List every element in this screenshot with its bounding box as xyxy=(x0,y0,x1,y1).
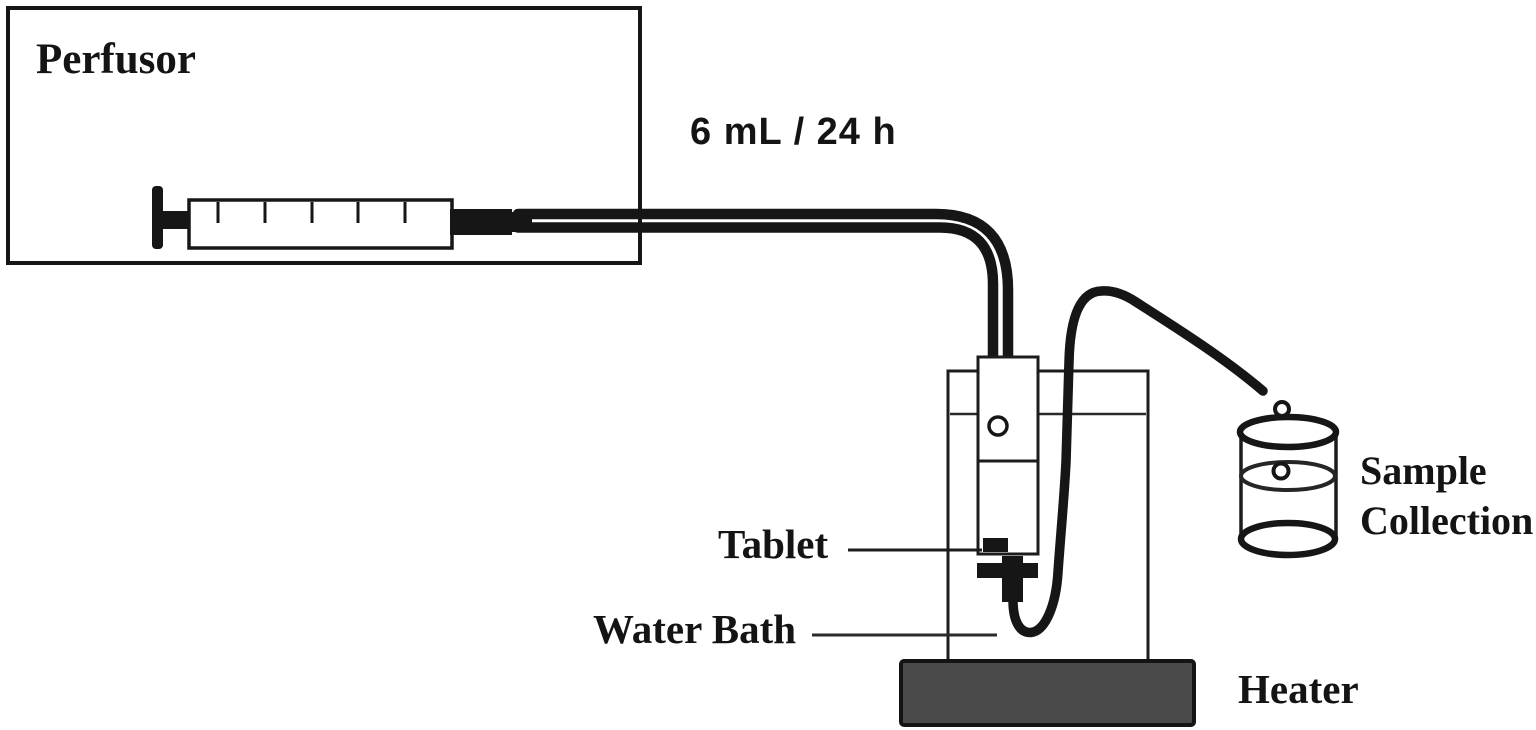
syringe-plunger-rod xyxy=(160,211,192,229)
vent-hole xyxy=(987,415,1009,437)
sample-collection-label-line2: Collection xyxy=(1360,498,1534,543)
inlet-drop-circle xyxy=(1273,400,1291,418)
syringe-scale-ticks xyxy=(216,202,407,223)
inflow-tube xyxy=(512,208,1014,408)
syringe-nozzle xyxy=(508,212,532,232)
container-top-rim-ellipse xyxy=(1236,413,1340,451)
inflow-tube-inner-wall xyxy=(512,222,999,404)
flow-through-cell xyxy=(976,355,1040,602)
sample-collection-container xyxy=(1236,400,1340,559)
flow-rate-label: 6 mL / 24 h xyxy=(690,111,897,153)
perfusor-label: Perfusor xyxy=(36,36,196,83)
tablet-shape xyxy=(983,538,1008,552)
water-bath-label: Water Bath xyxy=(593,606,797,652)
cell-body xyxy=(976,355,1040,556)
heater-label: Heater xyxy=(1238,666,1359,712)
sample-collection-label-line1: Sample xyxy=(1360,448,1487,493)
stirrer-cross-vertical xyxy=(1002,556,1023,602)
sample-liquid-level-ellipse xyxy=(1239,460,1337,492)
syringe-tip xyxy=(450,209,512,235)
inflow-tube-outer-wall xyxy=(512,208,1014,408)
heater-plate xyxy=(899,659,1196,727)
outflow-tube xyxy=(1008,286,1268,638)
container-bottom-ellipse xyxy=(1237,519,1339,559)
syringe-barrel xyxy=(187,198,454,250)
tablet-label: Tablet xyxy=(718,521,829,567)
sample-collection-label: Sample Collection xyxy=(1360,446,1533,546)
falling-drop-circle xyxy=(1271,461,1291,481)
syringe-plunger-handle xyxy=(152,186,163,249)
